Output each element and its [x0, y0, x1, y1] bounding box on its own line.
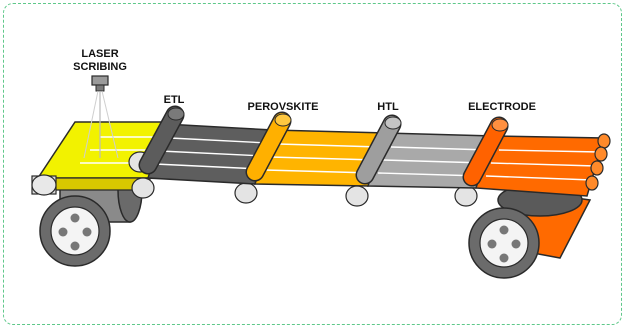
- perovskite-label: PEROVSKITE: [248, 101, 319, 113]
- rewind-reel: [468, 183, 592, 279]
- htl-segment: [366, 132, 495, 189]
- electrode-label: ELECTRODE: [468, 101, 536, 113]
- htl-roller: [355, 114, 402, 185]
- electrode-roller: [462, 116, 509, 187]
- laser-label-line2: SCRIBING: [73, 61, 127, 73]
- diagram-frame: [3, 3, 622, 325]
- laser-label-line1: LASER: [81, 48, 118, 60]
- etl-roller: [138, 105, 185, 175]
- perovskite-roller: [245, 111, 292, 182]
- etl-label: ETL: [164, 94, 185, 106]
- htl-label: HTL: [377, 101, 399, 113]
- laser-head: [83, 75, 119, 159]
